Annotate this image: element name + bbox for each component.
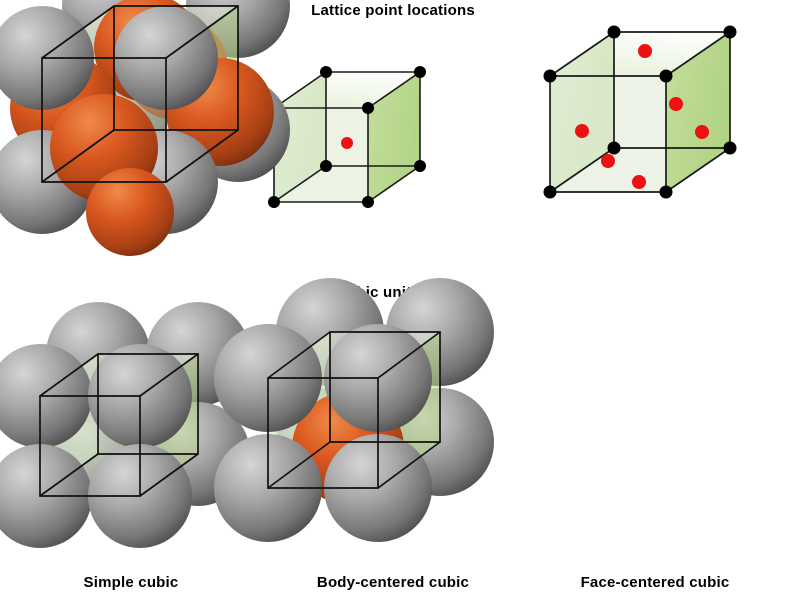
lattice-diagram-face-centered-cubic	[524, 16, 774, 216]
cube-face-front	[274, 108, 368, 202]
lattice-point-face-right	[695, 125, 709, 139]
lattice-point-body-center	[341, 137, 353, 149]
cubic-unit-cells-heading: Cubic unit cells	[335, 284, 451, 301]
caption-simple-cubic: Simple cubic	[83, 574, 179, 591]
cube-face-right	[666, 32, 730, 192]
unit-cell-edges	[39, 353, 199, 497]
cube-vertex-dots	[268, 66, 426, 208]
lattice-point-face-bottom	[632, 175, 646, 189]
cube-vertex-dots	[543, 25, 737, 199]
lattice-point-face-back	[669, 97, 683, 111]
unit-cell-model-simple-cubic	[0, 302, 250, 563]
lattice-point-face-top	[638, 44, 652, 58]
unit-cell-edges	[41, 5, 239, 183]
cube-face-right	[368, 72, 420, 202]
lattice-point-group	[575, 44, 709, 189]
caption-face-centered-cubic: Face-centered cubic	[580, 574, 730, 591]
unit-cell-model-face-centered-cubic	[0, 0, 290, 270]
lattice-point-locations-heading: Lattice point locations	[311, 2, 475, 19]
cube-face-front	[550, 76, 666, 192]
lattice-point-face-front	[601, 154, 615, 168]
lattice-point-face-left	[575, 124, 589, 138]
caption-body-centered-cubic: Body-centered cubic	[316, 574, 470, 591]
unit-cell-edges	[267, 331, 441, 489]
lattice-diagram-body-centered-cubic	[252, 60, 462, 225]
face-spheres-front	[50, 94, 174, 256]
unit-cell-model-body-centered-cubic	[214, 278, 494, 565]
face-sphere-bottom	[86, 168, 174, 256]
lattice-point-group	[341, 137, 353, 149]
